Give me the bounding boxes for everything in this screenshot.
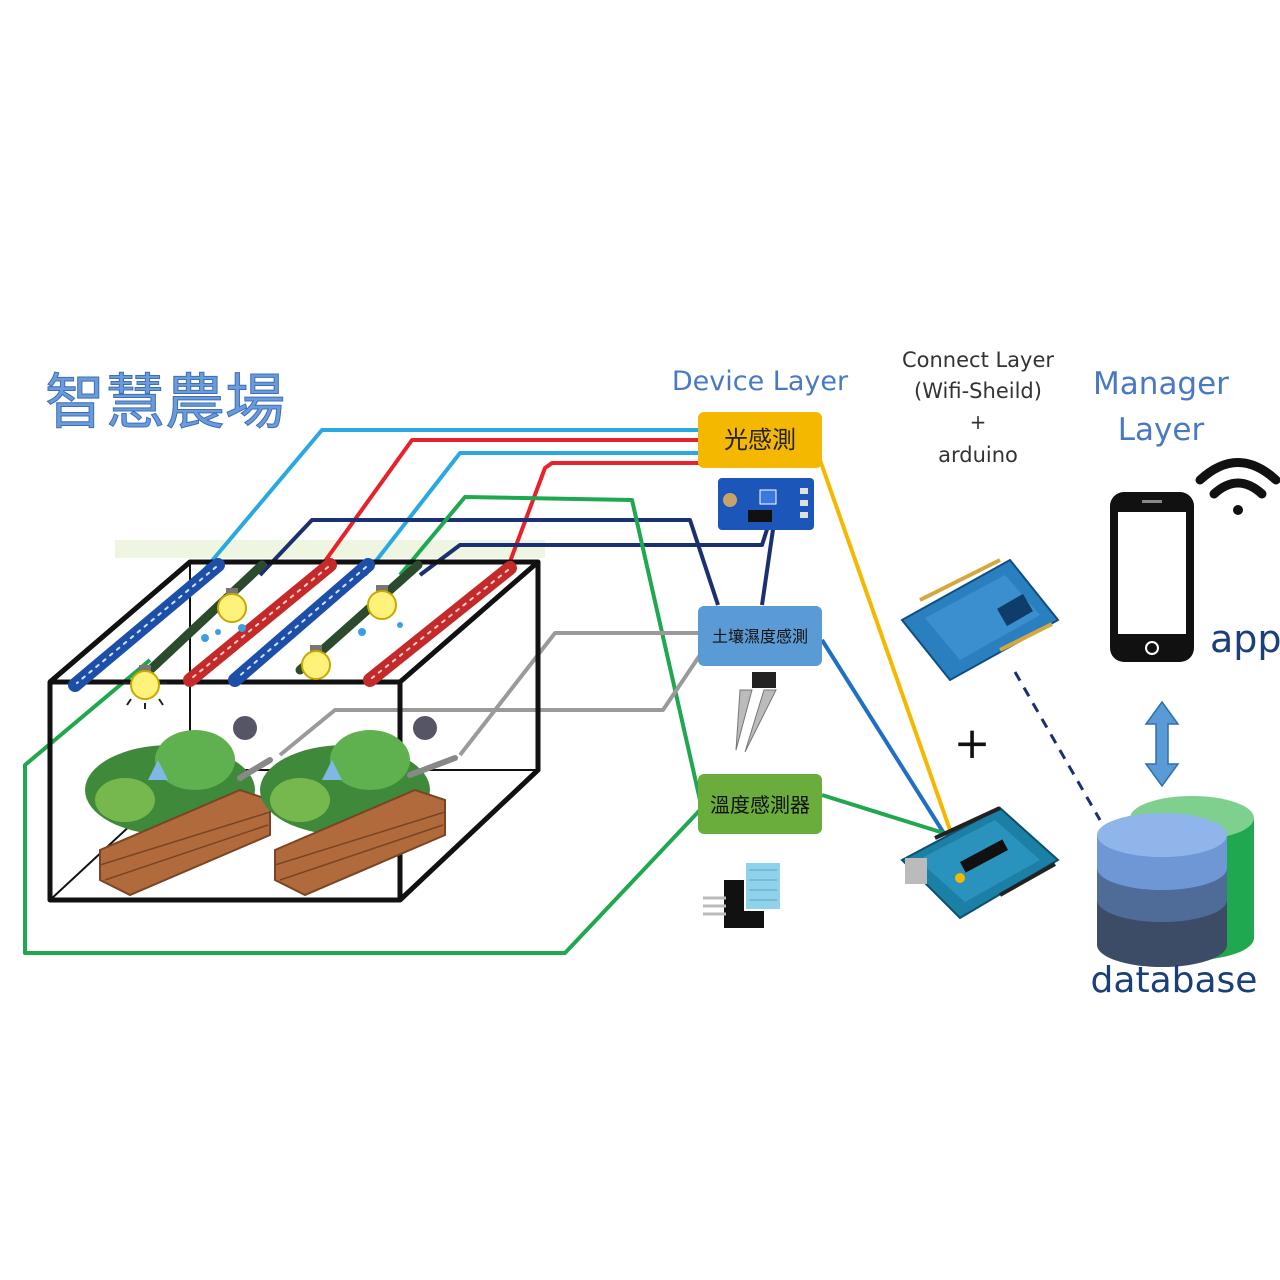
soil-probe-icons — [237, 755, 458, 781]
dashed-link — [1013, 671, 1102, 821]
bulb-icons — [123, 585, 403, 709]
wire-green-temp — [821, 793, 951, 837]
wire-yellow — [818, 459, 952, 831]
light-sensor-module — [718, 478, 814, 530]
manager-layer-label-2: Layer — [1118, 412, 1205, 448]
phone-icon — [1110, 492, 1194, 662]
page-title: 智慧農場 — [45, 368, 285, 438]
water-drops-icon — [201, 622, 403, 642]
wire-green-1 — [398, 495, 702, 801]
led-strips — [68, 558, 517, 692]
connect-plus-label: + — [970, 410, 987, 434]
wire-gray-1 — [278, 653, 702, 757]
wire-light-blue-2 — [363, 451, 700, 577]
bulb-icon — [301, 645, 331, 680]
database-icon — [1097, 796, 1254, 967]
bulb-icon — [217, 588, 247, 623]
manager-layer-label: Manager — [1093, 366, 1229, 402]
light-sensor-box: 光感測 — [698, 412, 822, 468]
connect-layer-label: Connect Layer — [902, 348, 1054, 372]
wire-navy-2 — [418, 493, 780, 606]
bulb-icon — [367, 585, 397, 620]
plus-sign: + — [954, 718, 991, 769]
wifi-shield-board — [900, 558, 1060, 682]
database-label: database — [1091, 960, 1258, 1001]
backdrop-band — [115, 540, 545, 558]
sync-arrow-icon — [1144, 700, 1180, 788]
device-layer-label: Device Layer — [672, 366, 849, 397]
arduino-label: arduino — [938, 443, 1018, 467]
planter-left — [85, 716, 271, 897]
temp-sensor-box: 溫度感測器 — [698, 774, 822, 834]
wifi-shield-label: (Wifi-Sheild) — [914, 379, 1042, 403]
soil-sensor-label: 土壤濕度感測 — [712, 627, 808, 646]
soil-probe-module — [735, 672, 777, 753]
wifi-icon — [1195, 458, 1280, 515]
arduino-board — [900, 806, 1060, 920]
wire-light-blue-1 — [198, 428, 700, 577]
soil-sensor-box: 土壤濕度感測 — [698, 606, 822, 666]
bar-dark-1 — [145, 560, 267, 675]
bulb-icon — [123, 665, 167, 709]
wire-gray-2 — [458, 631, 700, 757]
wire-green-2 — [23, 658, 702, 955]
planter-right — [260, 716, 446, 897]
light-sensor-label: 光感測 — [724, 426, 796, 454]
wire-navy-1 — [258, 518, 720, 606]
app-label: app — [1210, 617, 1280, 661]
wire-red-1 — [313, 438, 700, 577]
wires — [23, 428, 952, 955]
temp-sensor-label: 溫度感測器 — [710, 793, 810, 817]
temp-sensor-module — [703, 861, 782, 928]
wire-blue-soil — [820, 638, 947, 837]
